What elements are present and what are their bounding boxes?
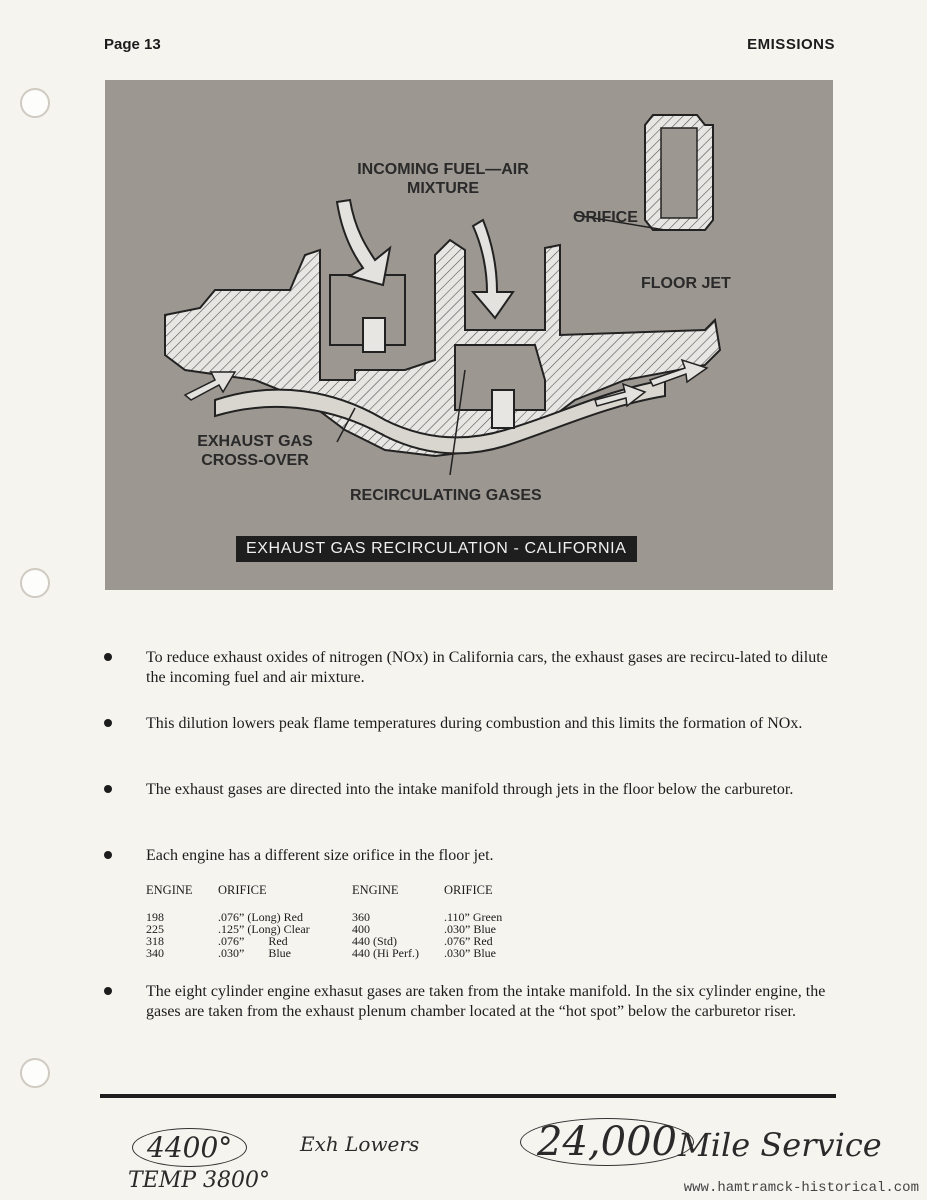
table-cell: 318 (146, 934, 164, 948)
table-header: ORIFICE (444, 883, 493, 897)
handwritten-mileage: 24,000 (520, 1118, 694, 1166)
table-cell: 400 (352, 922, 370, 936)
label-floor-jet: FLOOR JET (641, 275, 731, 292)
egr-illustration (164, 114, 722, 476)
egr-diagram: INCOMING FUEL—AIR MIXTURE ORIFICE FLOOR … (105, 80, 833, 590)
table-cell: 440 (Hi Perf.) (352, 946, 419, 960)
page-header: Page 13 EMISSIONS (104, 36, 835, 58)
bullet-text: To reduce exhaust oxides of nitrogen (NO… (146, 649, 828, 686)
handwritten-temp-1: 4400° (132, 1128, 248, 1167)
bullet-text: The exhaust gases are directed into the … (146, 781, 794, 798)
bullet-dot (104, 653, 112, 661)
bullet-dot (104, 785, 112, 793)
table-cell: .110” Green (444, 910, 503, 924)
list-item: This dilution lowers peak flame temperat… (100, 714, 842, 734)
table-header: ORIFICE (218, 883, 267, 897)
list-item: Each engine has a different size orifice… (100, 846, 842, 866)
site-watermark: www.hamtramck-historical.com (683, 1180, 919, 1196)
flow-arrow-1 (183, 371, 237, 401)
table-cell: .076” Red (444, 934, 493, 948)
bullet-dot (104, 987, 112, 995)
list-item: The eight cylinder engine exhasut gases … (100, 982, 842, 1022)
list-item: To reduce exhaust oxides of nitrogen (NO… (100, 648, 842, 688)
crossover-leader-line (336, 407, 356, 443)
page-number: Page 13 (104, 36, 161, 53)
table-cell: 440 (Std) (352, 934, 397, 948)
recirc-leader-line (449, 369, 466, 476)
table-cell: .076” Red (218, 934, 288, 948)
table-header: ENGINE (146, 883, 193, 897)
incoming-arrow-left (335, 198, 392, 287)
table-cell: .125” (Long) Clear (218, 922, 310, 936)
table-cell: 360 (352, 910, 370, 924)
floor-jet-left (362, 317, 386, 353)
bullet-dot (104, 719, 112, 727)
table-cell: .030” Blue (444, 922, 496, 936)
floor-jet-right (491, 389, 515, 429)
intake-manifold-shape (164, 238, 722, 458)
section-title: EMISSIONS (747, 36, 835, 53)
label-recirculating-gases: RECIRCULATING GASES (350, 487, 542, 504)
bullet-text: This dilution lowers peak flame temperat… (146, 715, 803, 732)
flow-arrow-2 (594, 382, 647, 408)
handwritten-temp-2: TEMP 3800° (128, 1168, 271, 1193)
label-incoming-mixture: INCOMING FUEL—AIR MIXTURE (357, 161, 529, 197)
table-cell: 198 (146, 910, 164, 924)
crossover-passage (214, 378, 666, 455)
list-item: The exhaust gases are directed into the … (100, 780, 842, 800)
handwritten-note: Exh Lowers (300, 1132, 420, 1156)
label-orifice: ORIFICE (573, 209, 638, 226)
binder-hole-bottom (20, 1058, 50, 1088)
binder-hole-middle (20, 568, 50, 598)
bullet-text: Each engine has a different size orifice… (146, 847, 494, 864)
table-cell: .030” Blue (218, 946, 291, 960)
footer-rule (100, 1094, 836, 1098)
bullet-dot (104, 851, 112, 859)
table-cell: .030” Blue (444, 946, 496, 960)
carb-chamber-right (454, 344, 546, 411)
bullet-text: The eight cylinder engine exhasut gases … (146, 983, 826, 1020)
label-exhaust-crossover: EXHAUST GAS CROSS-OVER (197, 433, 313, 469)
table-cell: 225 (146, 922, 164, 936)
flow-arrow-3 (648, 358, 709, 387)
binder-hole-top (20, 88, 50, 118)
figure-caption: EXHAUST GAS RECIRCULATION - CALIFORNIA (236, 536, 637, 562)
table-cell: .076” (Long) Red (218, 910, 303, 924)
handwritten-service: Mile Service (678, 1126, 882, 1164)
table-cell: 340 (146, 946, 164, 960)
incoming-arrow-right (470, 218, 515, 320)
table-header: ENGINE (352, 883, 399, 897)
orifice-leader-line (574, 214, 666, 231)
